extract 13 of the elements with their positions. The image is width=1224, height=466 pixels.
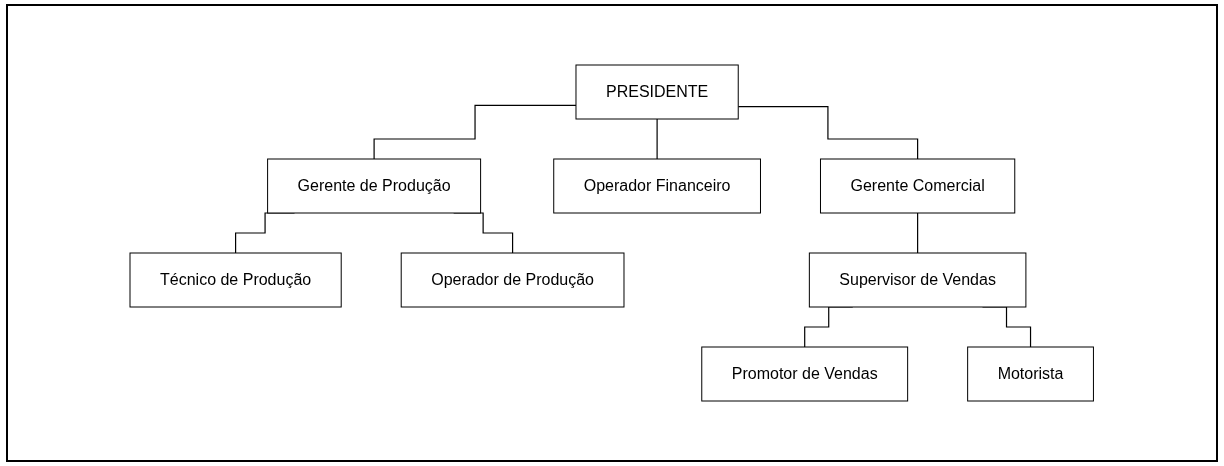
- node-box: Promotor de Vendas: [701, 346, 909, 402]
- node-box: PRESIDENTE: [575, 64, 739, 120]
- node-box: Supervisor de Vendas: [809, 252, 1027, 308]
- connector: [656, 118, 658, 160]
- connector: [373, 104, 577, 160]
- node-box: Operador de Produção: [401, 252, 625, 308]
- node-box: Gerente de Produção: [267, 158, 482, 214]
- node-box: Gerente Comercial: [820, 158, 1016, 214]
- connector: [917, 212, 919, 254]
- node-box: Técnico de Produção: [129, 252, 342, 308]
- node-box: Motorista: [967, 346, 1095, 402]
- node-box: Operador Financeiro: [553, 158, 762, 214]
- connector: [737, 106, 919, 160]
